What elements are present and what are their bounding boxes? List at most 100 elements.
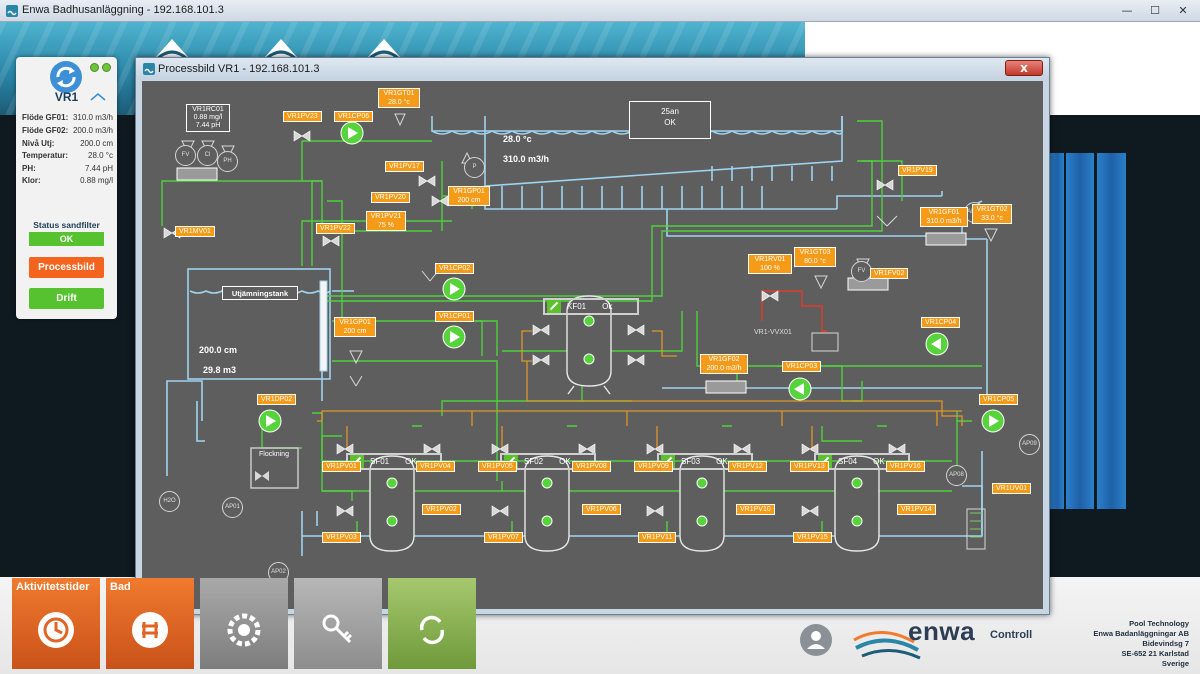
tag-cp04[interactable]: VR1CP04 <box>921 317 961 328</box>
tag-pv22[interactable]: VR1PV22 <box>316 223 355 234</box>
tag-pv15[interactable]: VR1PV15 <box>793 532 832 543</box>
info-row: PH:7.44 pH <box>22 164 113 173</box>
maximize-button[interactable]: ☐ <box>1150 3 1160 17</box>
tag-pv11[interactable]: VR1PV11 <box>638 532 677 543</box>
gear-icon <box>227 613 261 647</box>
ap08: AP08 <box>946 465 967 486</box>
pool-status: OK <box>664 118 676 127</box>
fv-probe: FV <box>175 145 196 166</box>
fv-probe: FV <box>851 261 872 282</box>
station-nav-icon[interactable] <box>143 35 201 85</box>
cl-probe: Cl <box>197 145 218 166</box>
tag-fv02[interactable]: VR1FV02 <box>870 268 909 279</box>
tag-cp05[interactable]: VR1CP05 <box>979 394 1019 405</box>
tag-pv01[interactable]: VR1PV01 <box>322 461 361 472</box>
collapse-icon[interactable] <box>90 93 106 101</box>
ap01: AP01 <box>222 497 243 518</box>
rc01-box[interactable]: VR1RC01 0.88 mg/l 7.44 pH <box>186 104 230 132</box>
kf01-status[interactable]: KF01 Ok <box>543 298 639 315</box>
tag-pv16[interactable]: VR1PV16 <box>886 461 925 472</box>
tag-pv08[interactable]: VR1PV08 <box>572 461 611 472</box>
tag-pv14[interactable]: VR1PV14 <box>897 504 936 515</box>
window-titlebar: Enwa Badhusanläggning - 192.168.101.3 — … <box>0 0 1200 22</box>
sync-tile[interactable] <box>388 578 476 669</box>
tag-pv04[interactable]: VR1PV04 <box>416 461 455 472</box>
settings-tile[interactable] <box>200 578 288 669</box>
tag-pv06[interactable]: VR1PV06 <box>582 504 621 515</box>
sand-filter-status: OK <box>29 232 104 246</box>
refresh-icon <box>419 615 445 645</box>
flockning-label: Flockning <box>259 451 289 458</box>
info-row: Nivå Utj:200.0 cm <box>22 139 113 148</box>
tag-pv03[interactable]: VR1PV03 <box>322 532 361 543</box>
bath-icon <box>132 612 168 648</box>
cabinet <box>1097 153 1126 509</box>
station-name: VR1 <box>54 90 79 104</box>
tag-mv01[interactable]: VR1MV01 <box>175 226 215 237</box>
h2o: H2O <box>159 491 180 512</box>
pool-box[interactable]: 25an OK <box>629 101 711 139</box>
tag-pv19[interactable]: VR1PV19 <box>898 165 937 176</box>
tag-pv17[interactable]: VR1PV17 <box>385 161 424 172</box>
dialog-close-button[interactable]: x <box>1005 60 1043 76</box>
bath-tile[interactable]: Bad <box>106 578 194 669</box>
tag-pv05[interactable]: VR1PV05 <box>478 461 517 472</box>
tag-pv12[interactable]: VR1PV12 <box>728 461 767 472</box>
enwa-logo: enwa Controll <box>852 614 1042 664</box>
status-dot <box>90 63 99 72</box>
tank-volume: 29.8 m3 <box>203 365 237 375</box>
info-row: Klor:0.88 mg/l <box>22 176 113 185</box>
tag-pv07[interactable]: VR1PV07 <box>484 532 523 543</box>
sand-filter-title: Status sandfilter <box>33 220 100 230</box>
station-nav-icon[interactable] <box>355 35 413 85</box>
process-piping <box>161 113 1005 556</box>
check-icon <box>547 300 561 313</box>
tag-pv23[interactable]: VR1PV23 <box>283 111 322 122</box>
close-button[interactable]: ✕ <box>1178 3 1188 17</box>
tank-level: 200.0 cm <box>199 345 238 355</box>
tag-cp02[interactable]: VR1CP02 <box>435 263 475 274</box>
process-dialog[interactable]: Processbild VR1 - 192.168.101.3 x <box>135 57 1050 615</box>
tag-pv09[interactable]: VR1PV09 <box>634 461 673 472</box>
process-canvas: 25an OK 28.0 °c 310.0 m3/h Utjämningstan… <box>142 81 1043 609</box>
ap02: AP02 <box>268 562 289 583</box>
tag-pv20[interactable]: VR1PV20 <box>371 192 410 203</box>
tank-label: Utjämningstank <box>222 286 298 300</box>
ph-probe: PH <box>217 151 238 172</box>
tag-pv02[interactable]: VR1PV02 <box>422 504 461 515</box>
tag-uv01[interactable]: VR1UV01 <box>992 483 1032 494</box>
cabinet <box>1050 153 1064 509</box>
processbild-button[interactable]: Processbild <box>29 257 104 278</box>
status-dot <box>102 63 111 72</box>
user-icon[interactable] <box>800 624 832 656</box>
pool-temp: 28.0 °c <box>503 134 532 144</box>
tag-dp02[interactable]: VR1DP02 <box>257 394 297 405</box>
tag-pv13[interactable]: VR1PV13 <box>790 461 829 472</box>
tag-cp03[interactable]: VR1CP03 <box>782 361 822 372</box>
info-row: Flöde GF02:200.0 m3/h <box>22 126 113 135</box>
tag-cp01[interactable]: VR1CP01 <box>435 311 475 322</box>
info-row: Temperatur:28.0 °c <box>22 151 113 160</box>
tag-cp06[interactable]: VR1CP06 <box>334 111 374 122</box>
access-tile[interactable] <box>294 578 382 669</box>
dialog-title: Processbild VR1 - 192.168.101.3 <box>158 63 320 75</box>
minimize-button[interactable]: — <box>1121 3 1133 17</box>
station-nav-icon[interactable] <box>252 35 310 85</box>
info-row: Flöde GF01:310.0 m3/h <box>22 113 113 122</box>
activity-times-tile[interactable]: Aktivitetstider <box>12 578 100 669</box>
pool-flow: 310.0 m3/h <box>503 154 550 164</box>
drift-button[interactable]: Drift <box>29 288 104 309</box>
station-panel[interactable]: VR1 Flöde GF01:310.0 m3/h Flöde GF02:200… <box>16 57 117 319</box>
valve-icon <box>163 130 906 517</box>
vx01-label: VR1-VVX01 <box>754 329 792 336</box>
tag-pv10[interactable]: VR1PV10 <box>736 504 775 515</box>
